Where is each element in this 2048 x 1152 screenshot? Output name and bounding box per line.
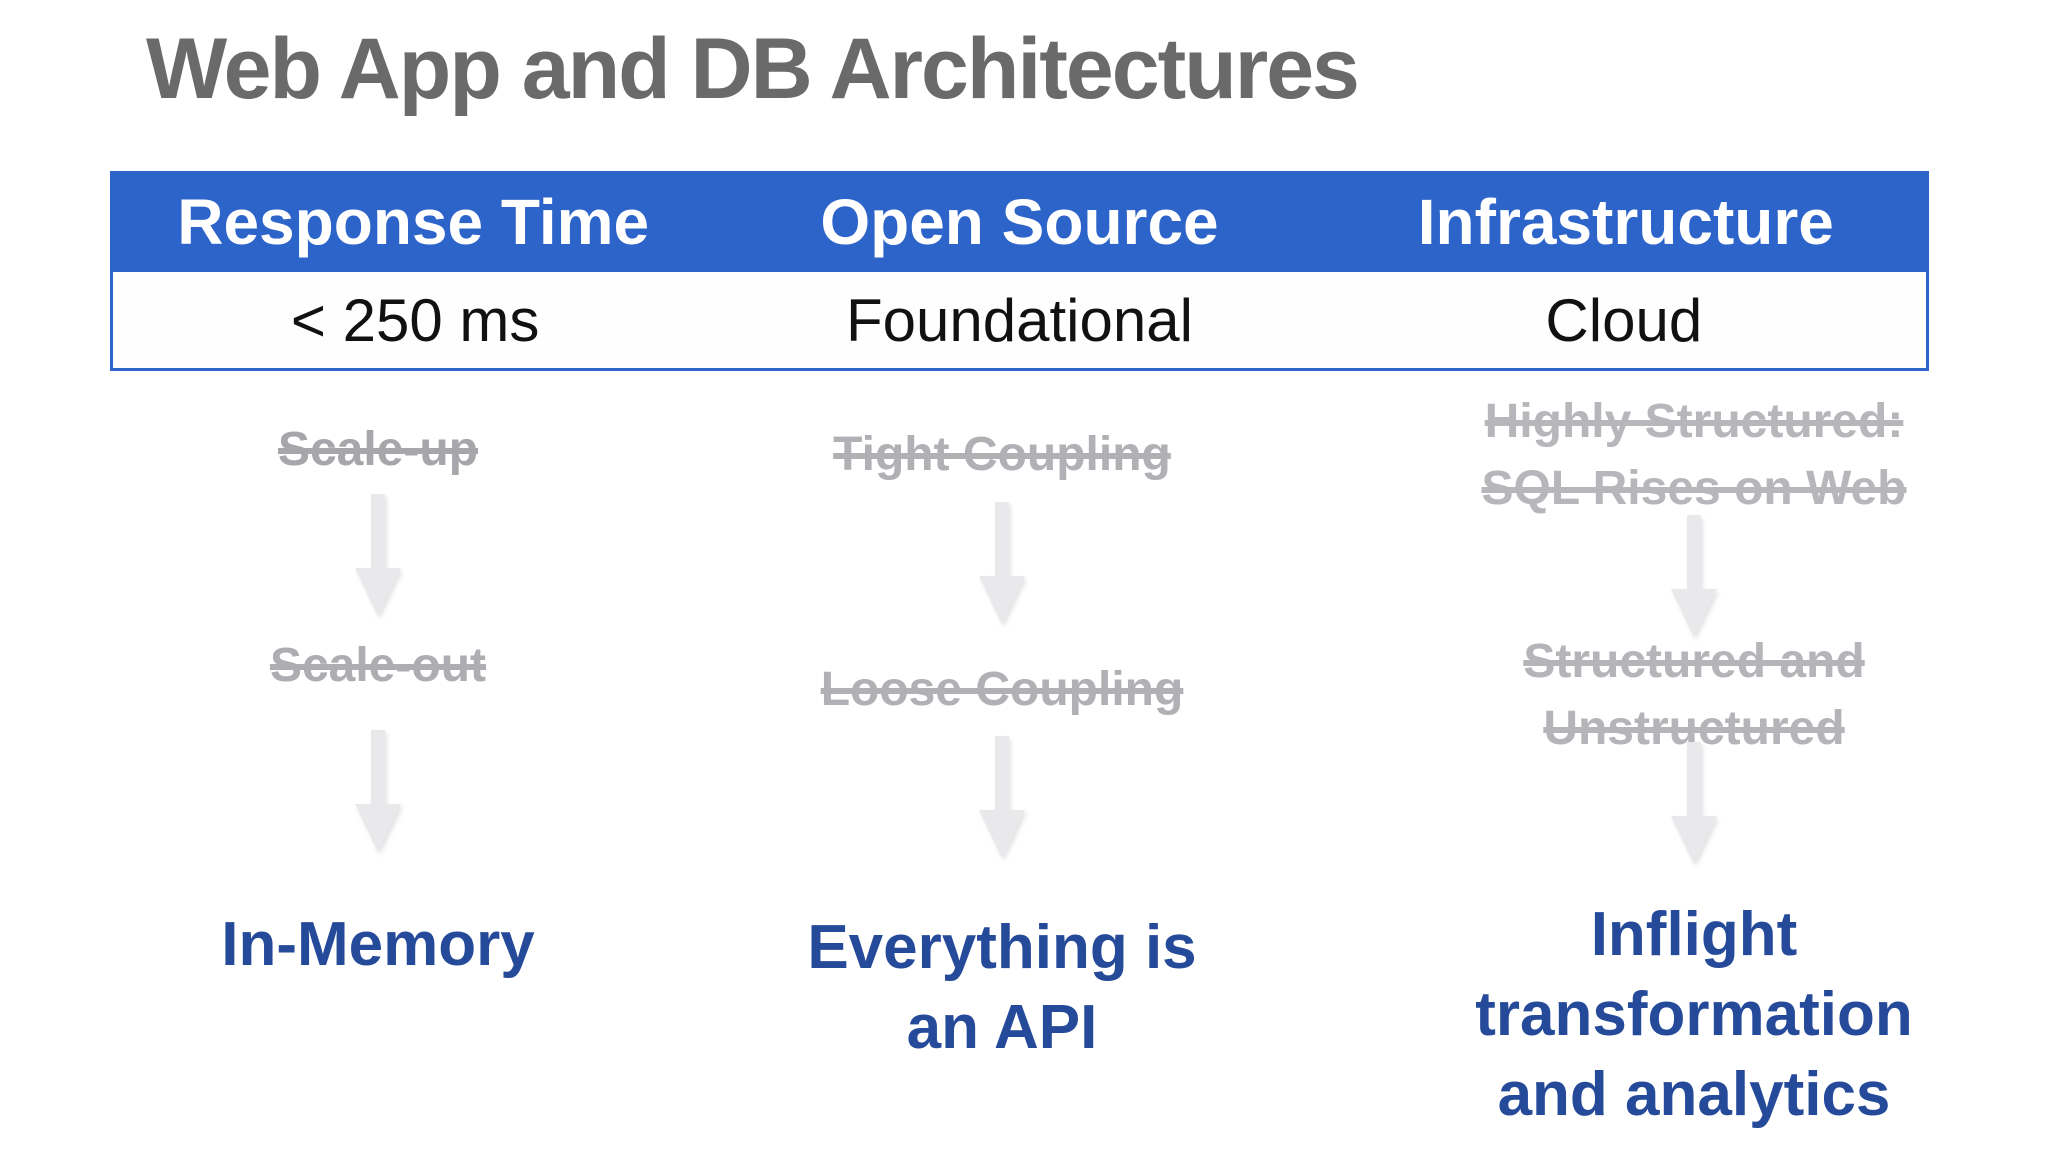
deprecated-step-line: Loose Coupling: [820, 663, 1184, 716]
deprecated-step-line: Tight Coupling: [833, 428, 1171, 481]
deprecated-step: Scale-out: [58, 632, 698, 699]
flow-column-response-time: Scale-up Scale-out In-Memory: [58, 380, 698, 1152]
table-header-row: Response Time Open Source Infrastructure: [110, 171, 1929, 272]
deprecated-step: Structured and Unstructured: [1374, 628, 2014, 762]
value-cell-response-time: < 250 ms: [290, 286, 540, 354]
header-cell-response-time: Response Time: [177, 185, 650, 258]
flow-result-line: and analytics: [1497, 1060, 1891, 1129]
flow-result: Inflight transformation and analytics: [1374, 895, 2014, 1135]
flow-result: Everything is an API: [682, 908, 1322, 1068]
down-arrow-icon: [979, 502, 1025, 624]
flow-result-line: Everything is: [807, 913, 1197, 982]
value-cell-infrastructure: Cloud: [1545, 286, 1703, 354]
deprecated-step: Loose Coupling: [682, 656, 1322, 723]
flow-result-line: In-Memory: [221, 910, 535, 979]
header-cell-open-source: Open Source: [820, 185, 1219, 258]
flow-column-open-source: Tight Coupling Loose Coupling Everything…: [682, 380, 1322, 1152]
down-arrow-icon: [355, 494, 401, 616]
deprecated-step-line: SQL Rises on Web: [1481, 462, 1907, 515]
down-arrow-icon: [979, 736, 1025, 858]
architecture-table: Response Time Open Source Infrastructure…: [110, 171, 1929, 371]
flow-result-line: an API: [906, 993, 1098, 1062]
down-arrow-icon: [1671, 515, 1717, 637]
down-arrow-icon: [1671, 742, 1717, 864]
deprecated-step-line: Structured and: [1523, 635, 1865, 688]
deprecated-step-line: Scale-out: [269, 639, 487, 692]
flow-result-line: Inflight: [1590, 900, 1798, 969]
down-arrow-icon: [355, 730, 401, 852]
header-cell-infrastructure: Infrastructure: [1417, 185, 1834, 258]
flow-column-infrastructure: Highly Structured: SQL Rises on Web Stru…: [1374, 380, 2014, 1152]
deprecated-step: Tight Coupling: [682, 421, 1322, 488]
flow-result-line: transformation: [1475, 980, 1913, 1049]
flow-result: In-Memory: [58, 905, 698, 985]
table-value-row: < 250 ms Foundational Cloud: [110, 272, 1929, 371]
deprecated-step: Scale-up: [58, 416, 698, 483]
slide-title: Web App and DB Architectures: [146, 21, 1360, 117]
value-cell-open-source: Foundational: [846, 286, 1193, 354]
deprecated-step-line: Scale-up: [277, 423, 479, 476]
deprecated-step-line: Highly Structured:: [1484, 395, 1904, 448]
deprecated-step: Highly Structured: SQL Rises on Web: [1374, 388, 2014, 522]
